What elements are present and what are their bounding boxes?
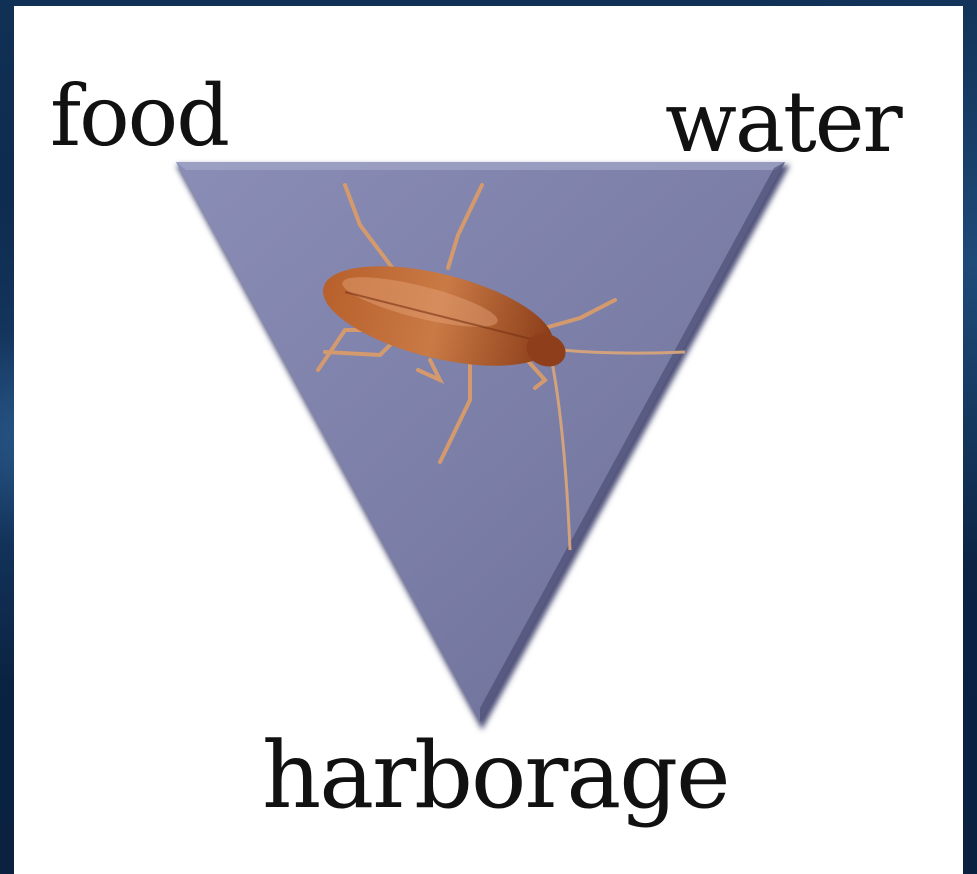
triangle-shape (176, 162, 785, 722)
label-harborage: harborage (262, 730, 729, 822)
label-water: water (665, 80, 901, 164)
label-food: food (50, 74, 228, 158)
